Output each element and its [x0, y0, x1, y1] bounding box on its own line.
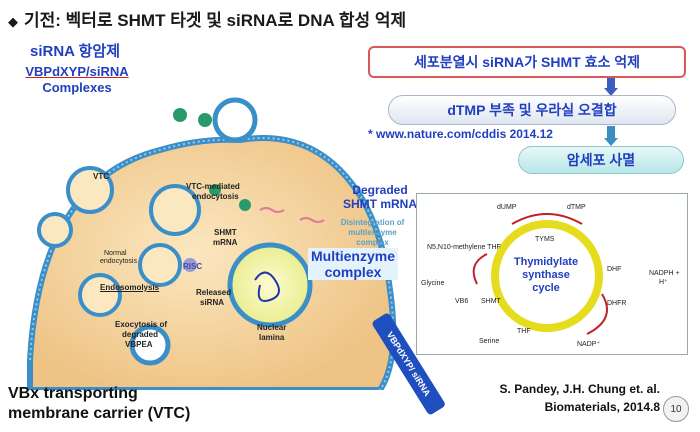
flow-step-2: dTMP 부족 및 우라실 오결합: [388, 95, 676, 125]
page-number[interactable]: 10: [663, 396, 689, 422]
label-lamina: lamina: [259, 333, 285, 342]
cycle-tyms: TYMS: [535, 236, 555, 243]
cycle-ring: [472, 213, 608, 335]
label-risc: RISC: [183, 262, 203, 271]
cycle-title-3: cycle: [532, 282, 560, 294]
label-released: Released: [196, 288, 232, 297]
cycle-dtmp: dTMP: [567, 204, 586, 211]
slide-title: ◆ 기전: 벡터로 SHMT 타겟 및 siRNA로 DNA 합성 억제: [8, 6, 406, 31]
complex-line2: Complexes: [42, 80, 112, 95]
complex-particle-2: [173, 108, 187, 122]
disintegration-line2: multienzyme: [348, 228, 397, 237]
sirna-drug-label: siRNA 항암제: [30, 43, 121, 60]
complex-particle-1: [198, 113, 212, 127]
label-endosomolysis: Endosomolysis: [100, 283, 160, 292]
endosome-normal: [37, 212, 73, 248]
label-degraded: degraded: [122, 330, 159, 339]
cycle-glycine: Glycine: [421, 280, 445, 287]
label-sirna: siRNA: [200, 298, 225, 307]
cycle-shmt: SHMT: [481, 298, 501, 305]
cycle-methylene: N5,N10-methylene THF: [427, 244, 501, 251]
cycle-title-2: synthase: [522, 269, 570, 281]
endosome-mediated: [149, 184, 201, 236]
cycle-title: Thymidylate synthase cycle: [501, 256, 591, 295]
nucleus: [227, 242, 313, 328]
endosome-exo: [78, 273, 122, 317]
flow-step-3: 암세포 사멸: [518, 146, 684, 174]
cycle-vb6: VB6: [455, 298, 469, 305]
multienzyme-label: Multienzyme complex: [308, 248, 398, 280]
arrow-down-icon-2: [604, 126, 618, 146]
label-vbpea: VBPEA: [125, 340, 153, 349]
vtc-title: VBx transporting membrane carrier (VTC): [8, 384, 190, 424]
arrow-down-icon: [604, 78, 618, 96]
disintegration-line1: Disintegration of: [340, 218, 405, 227]
membrane-pit-1: [212, 97, 258, 143]
ref-line1: S. Pandey, J.H. Chung et. al.: [499, 382, 660, 396]
membrane-pit-2: [129, 324, 171, 366]
multienzyme-line2: complex: [324, 264, 382, 280]
thymidylate-cycle-panel: Thymidylate synthase cycle dUMP dTMP TYM…: [416, 193, 688, 355]
cycle-serine: Serine: [479, 338, 500, 345]
flow-step-1: 세포분열시 siRNA가 SHMT 효소 억제: [368, 46, 686, 78]
label-shmt: SHMT: [214, 228, 237, 237]
cycle-dump: dUMP: [497, 204, 517, 211]
cycle-dhfr: DHFR: [607, 300, 627, 307]
complex-label: VBPdXYP/siRNA Complexes: [12, 64, 142, 96]
label-vtc: VTC: [93, 172, 109, 181]
endosome-vtc: [66, 166, 114, 214]
vtc-line2: membrane carrier (VTC): [8, 405, 191, 422]
cycle-thf: THF: [517, 328, 531, 335]
label-endocytosis: endocytosis: [192, 192, 239, 201]
complex-particle-3: [209, 184, 221, 196]
multienzyme-line1: Multienzyme: [310, 248, 395, 264]
endosome-lysis: [138, 243, 182, 287]
complex-line1: VBPdXYP/siRNA: [25, 64, 129, 79]
degraded-shmt-label: Degraded SHMT mRNA: [340, 183, 420, 211]
cycle-dhf: DHF: [607, 266, 622, 273]
cycle-nadp: NADP⁺: [577, 341, 601, 348]
label-normal-endocytosis: endocytosis: [100, 258, 137, 265]
cycle-h: H⁺: [659, 279, 668, 286]
cell-illustration: [27, 97, 397, 390]
disintegration-label: Disintegration of multienzyme complex: [330, 218, 415, 248]
disintegration-line3: complex: [356, 238, 389, 247]
risc-particle: [183, 258, 197, 272]
label-exocytosis: Exocytosis of: [115, 320, 168, 329]
label-normal: Normal: [104, 250, 127, 257]
degraded-line2: SHMT mRNA: [343, 197, 417, 211]
reference-nature: * www.nature.com/cddis 2014.12: [368, 127, 553, 141]
vtc-line1: VBx transporting: [8, 385, 138, 402]
diamond-bullet-icon: ◆: [8, 14, 18, 29]
label-mrna: mRNA: [213, 238, 238, 247]
cycle-title-1: Thymidylate: [513, 256, 579, 268]
reference-biomaterials: S. Pandey, J.H. Chung et. al. Biomateria…: [470, 380, 660, 416]
label-vtc-mediated: VTC-mediated: [186, 182, 240, 191]
ref-line2: Biomaterials, 2014.8: [544, 400, 660, 414]
title-text: 기전: 벡터로 SHMT 타겟 및 siRNA로 DNA 합성 억제: [24, 11, 407, 30]
label-nuclear: Nuclear: [257, 323, 287, 332]
degraded-line1: Degraded: [352, 183, 408, 197]
cycle-nadph: NADPH +: [649, 270, 680, 277]
complex-particle-4: [239, 199, 251, 211]
